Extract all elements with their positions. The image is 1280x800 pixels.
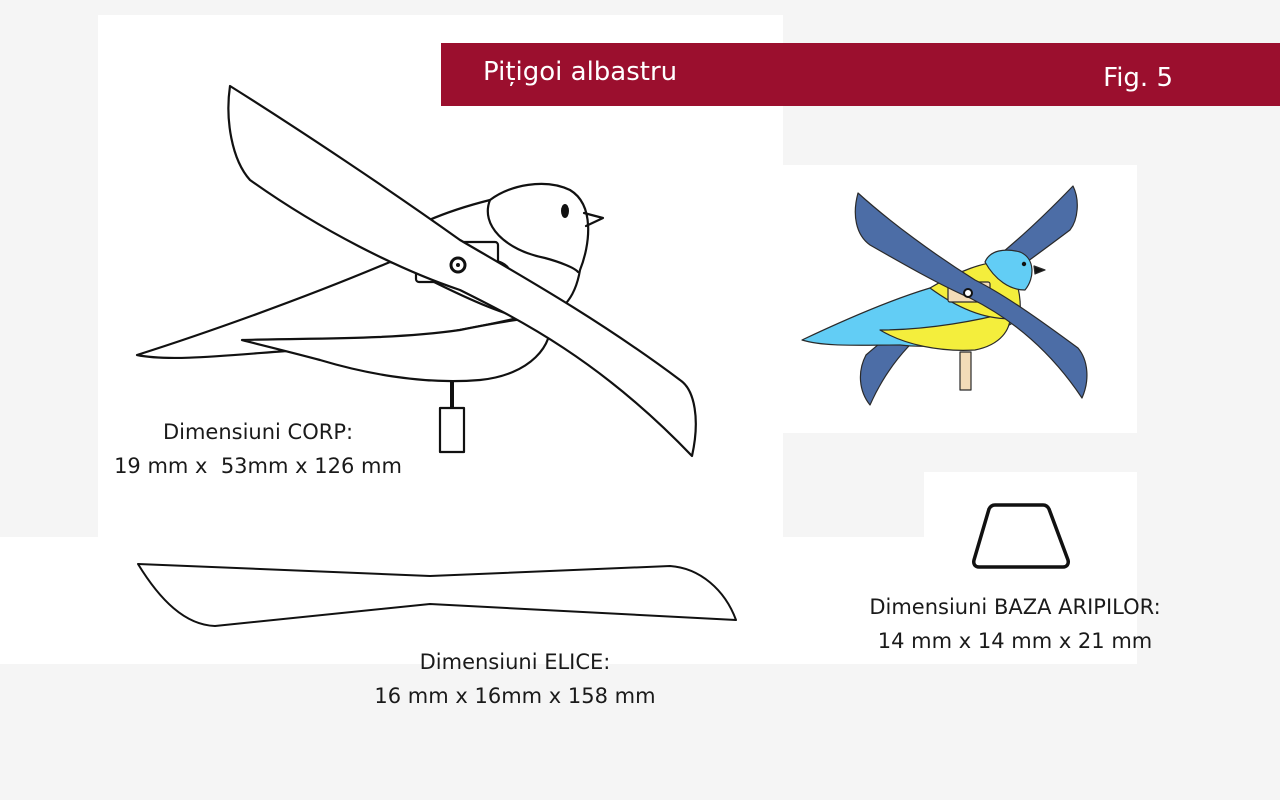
title-banner: Pițigoi albastru Fig. 5 xyxy=(441,43,1280,106)
bird-outline-drawing xyxy=(135,84,697,458)
bird-color-illustration xyxy=(801,185,1088,406)
page-title: Pițigoi albastru xyxy=(483,57,678,87)
body-dimensions-label: Dimensiuni CORP: xyxy=(162,420,354,444)
propeller-outline-drawing xyxy=(137,563,737,627)
wing-base-dimensions-label: Dimensiuni BAZA ARIPILOR: xyxy=(869,595,1161,619)
figure-number: Fig. 5 xyxy=(1103,63,1173,93)
body-dimensions-value: 19 mm x 53mm x 126 mm xyxy=(114,454,402,478)
wing-base-dimensions-caption: Dimensiuni BAZA ARIPILOR: 14 mm x 14 mm … xyxy=(845,590,1185,658)
body-dimensions-caption: Dimensiuni CORP: 19 mm x 53mm x 126 mm xyxy=(98,415,418,483)
propeller-dimensions-label: Dimensiuni ELICE: xyxy=(419,650,611,674)
wing-base-dimensions-value: 14 mm x 14 mm x 21 mm xyxy=(877,629,1153,653)
wing-base-outline-drawing xyxy=(972,503,1070,569)
propeller-dimensions-caption: Dimensiuni ELICE: 16 mm x 16mm x 158 mm xyxy=(330,645,700,713)
propeller-drawing-panel xyxy=(0,537,940,664)
propeller-dimensions-value: 16 mm x 16mm x 158 mm xyxy=(374,684,656,708)
